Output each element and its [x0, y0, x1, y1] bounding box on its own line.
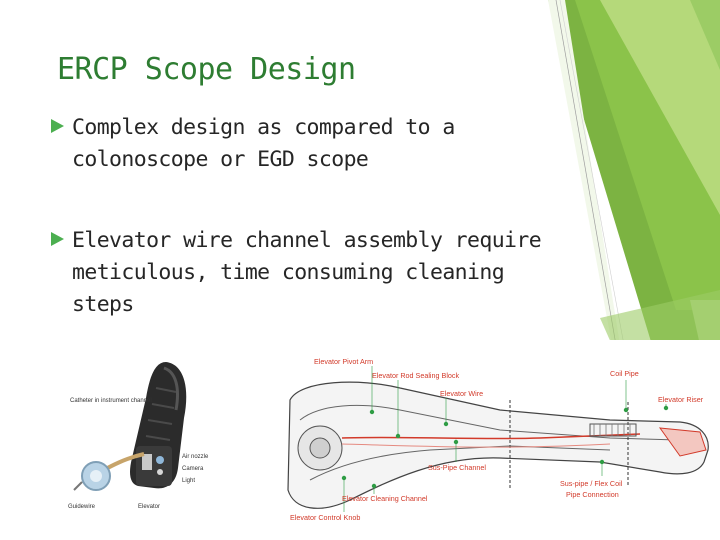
- triangle-bullet-icon: [51, 232, 64, 246]
- bullet-item-complex-design: Complex design as compared to a colonosc…: [50, 112, 570, 176]
- guidewire-label: Guidewire: [68, 504, 96, 510]
- elevator-mechanism-diagram: Elevator Pivot Arm Elevator Rod Sealing …: [280, 340, 720, 540]
- air-nozzle-label: Air nozzle: [182, 454, 209, 460]
- label-elevator-wire: Elevator Wire: [440, 389, 483, 398]
- label-elevator-rod-sealing-block: Elevator Rod Sealing Block: [372, 371, 460, 380]
- bullet-list: Complex design as compared to a colonosc…: [50, 112, 570, 321]
- label-elevator-control-knob: Elevator Control Knob: [290, 513, 360, 522]
- slide-title: ERCP Scope Design: [57, 52, 356, 87]
- bullet-text: Elevator wire channel assembly require m…: [72, 228, 542, 317]
- triangle-bullet-icon: [51, 119, 64, 133]
- label-elevator-pivot-arm: Elevator Pivot Arm: [314, 357, 373, 366]
- light-label: Light: [182, 478, 195, 484]
- label-elevator-cleaning-channel: Elevator Cleaning Channel: [342, 494, 428, 503]
- catheter-label: Catheter in instrument channel: [70, 398, 152, 404]
- elevator-label: Elevator: [138, 504, 160, 510]
- scope-tip-photo: Catheter in instrument channel Air nozzl…: [66, 358, 218, 518]
- label-sus-pipe-channel: Sus-Pipe Channel: [428, 463, 486, 472]
- label-elevator-riser: Elevator Riser: [658, 395, 704, 404]
- label-coil-pipe: Coil Pipe: [610, 369, 639, 378]
- bullet-item-elevator-wire: Elevator wire channel assembly require m…: [50, 225, 570, 321]
- camera-label: Camera: [182, 466, 204, 472]
- label-sus-pipe-flex-coil: Sus-pipe / Flex Coil: [560, 479, 623, 488]
- label-pipe-connection: Pipe Connection: [566, 490, 619, 499]
- bullet-text: Complex design as compared to a colonosc…: [72, 115, 455, 172]
